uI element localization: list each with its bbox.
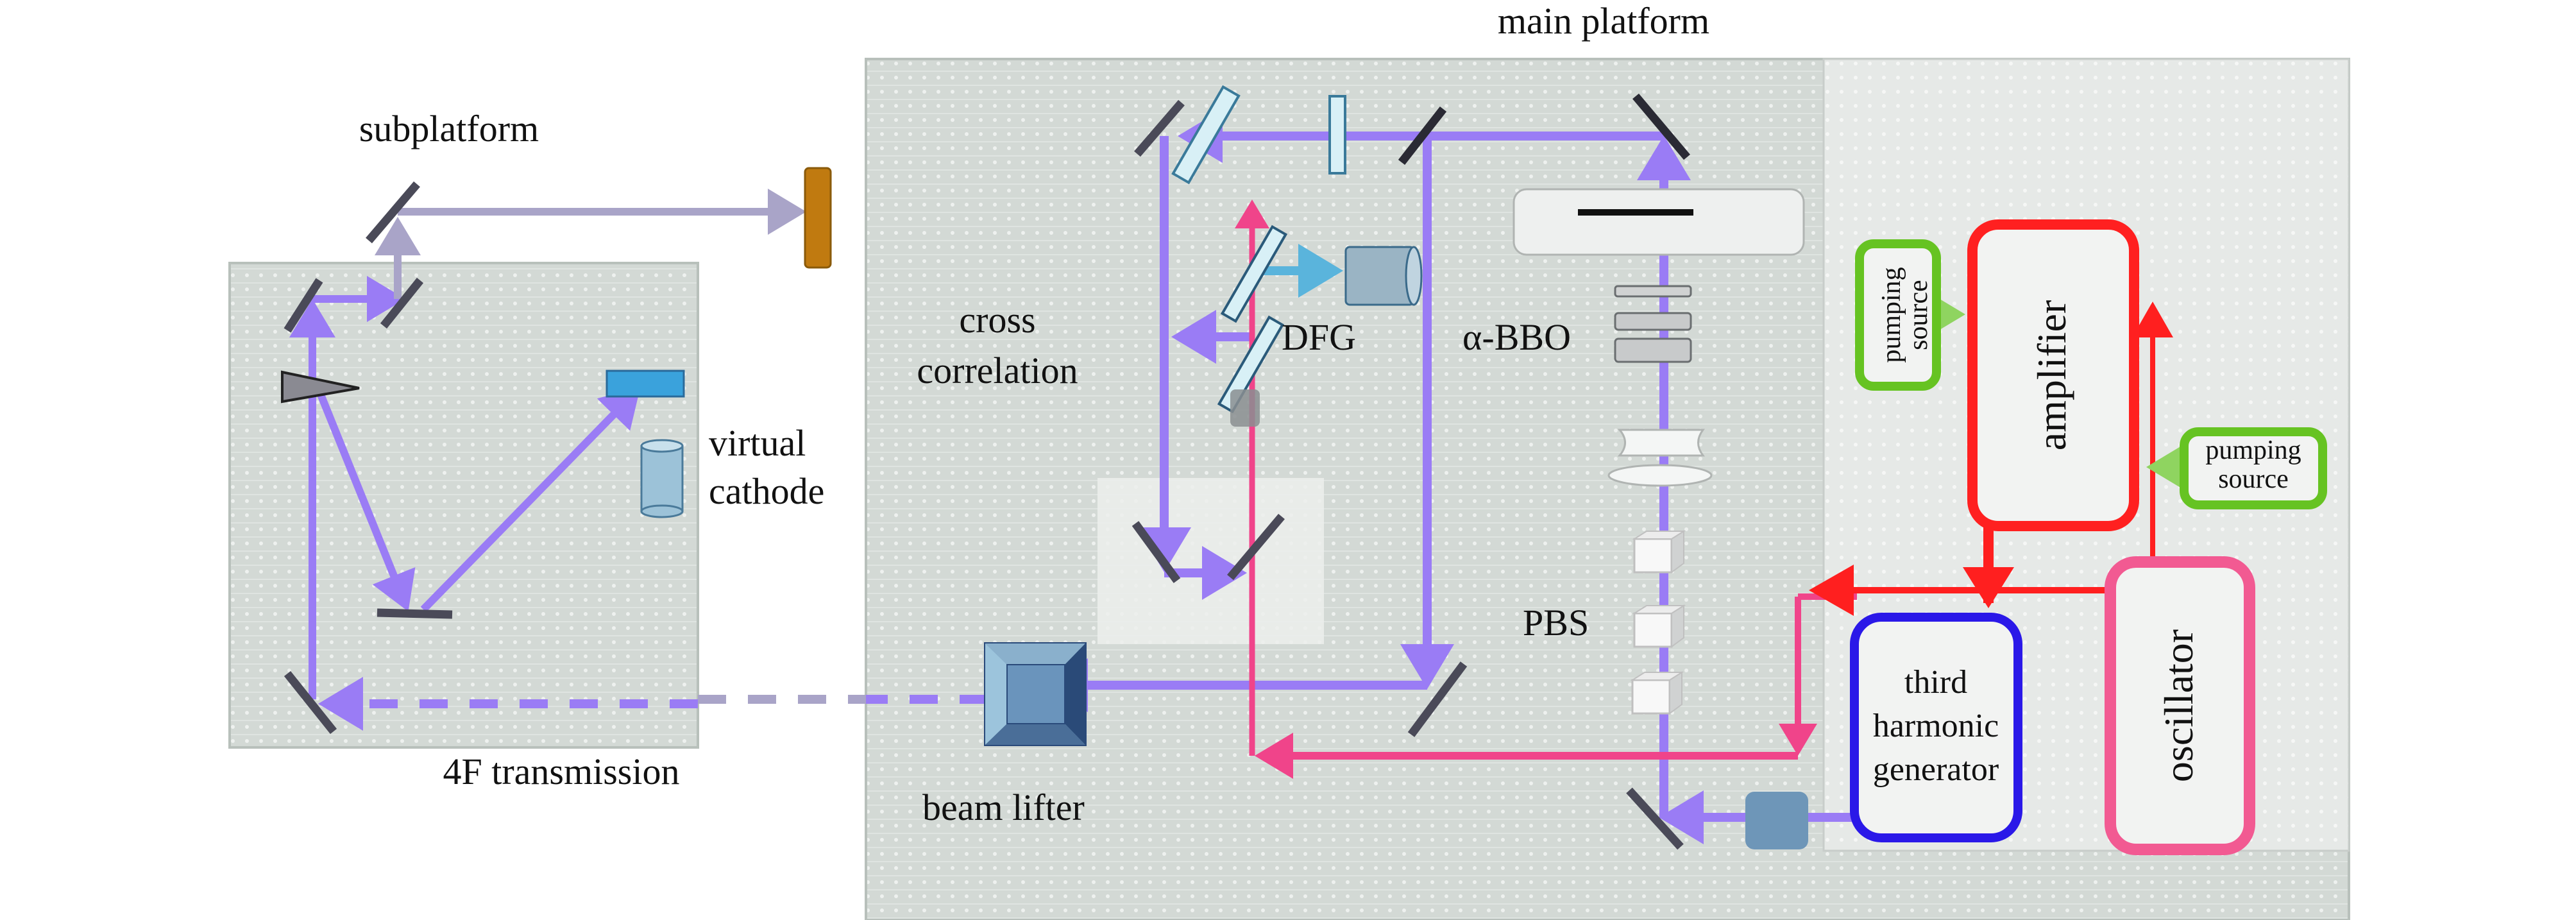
pbs-cube-icon [1630, 671, 1684, 715]
laser-system [1850, 219, 2327, 855]
alpha-bbo-icon [1513, 188, 1805, 363]
thg-label-line1: third [1904, 664, 1967, 701]
mirror-icon [366, 181, 420, 244]
virtual-cathode-label-line1: virtual [709, 422, 806, 464]
pbs-cube-icon [1632, 530, 1686, 574]
dichroic-mirror-icon [1217, 315, 1285, 414]
virtual-cathode-screen-icon [606, 370, 685, 398]
labels: main platform subplatform cross correlat… [359, 0, 2301, 828]
amplifier-box [1967, 219, 2139, 531]
pumping-source-left-box [1855, 239, 1941, 391]
pumping-source-right-label-line2: source [2218, 464, 2289, 494]
convex-lens-icon [1607, 464, 1713, 487]
beam-lifter-label: beam lifter [922, 787, 1085, 828]
optics [281, 85, 1808, 850]
subplatform-label: subplatform [359, 108, 539, 149]
concave-lens-icon [1617, 429, 1705, 457]
prism-icon [281, 370, 360, 404]
compressor-icon [1745, 792, 1808, 849]
mirror-icon [284, 670, 337, 735]
4f-transmission-label: 4F transmission [443, 751, 680, 792]
cross-correlation-area [1097, 478, 1324, 644]
dichroic-mirror-icon [1220, 225, 1288, 323]
mirror-icon [380, 277, 424, 329]
amplifier-label: amplifier [2029, 300, 2074, 451]
cross-correlation-label-line1: cross [959, 299, 1035, 341]
target-icon [804, 167, 832, 269]
cross-correlation-label-line2: correlation [917, 350, 1078, 391]
mirror-icon [1227, 513, 1285, 581]
mirror-icon [1632, 93, 1690, 160]
sub-beam-diag-up [420, 387, 641, 613]
camera-icon [640, 439, 684, 518]
alpha-bbo-label: α-BBO [1462, 316, 1571, 358]
oscillator-label: oscillator [2156, 629, 2201, 782]
detector-icon [1344, 246, 1423, 306]
waveplate-icon [1171, 85, 1241, 185]
pumping-source-left-label-line2: source [1904, 280, 1933, 350]
beam-lifter-icon [984, 642, 1087, 746]
pumping-source-right-label-line1: pumping [2205, 436, 2301, 465]
sub-beam-diag-down [316, 389, 416, 612]
thg-label-line3: generator [1873, 751, 1999, 788]
mirror-icon [1134, 99, 1185, 157]
dfg-crystal-icon [1230, 389, 1260, 427]
pbs-cube-icon [1632, 604, 1686, 648]
thg-label-line2: harmonic [1873, 708, 1999, 744]
dfg-label: DFG [1282, 316, 1356, 358]
mirror-icon [1407, 661, 1468, 737]
waveplate-icon [1328, 95, 1346, 175]
virtual-cathode-label-line2: cathode [709, 470, 824, 512]
mirror-icon [1131, 521, 1181, 583]
pumping-source-left-label-line1: pumping [1877, 267, 1906, 362]
subplatform [228, 262, 699, 749]
pumping-source-right-box [2180, 427, 2327, 509]
pulse-stacker-housing [1513, 188, 1805, 256]
mirror-icon [284, 278, 323, 333]
mirror-icon [1398, 106, 1447, 166]
oscillator-box [2105, 556, 2255, 855]
pbs-label: PBS [1523, 602, 1589, 643]
main-platform-label: main platform [1498, 0, 1709, 42]
mirror-icon [377, 608, 453, 619]
mirror-icon [1626, 787, 1684, 850]
third-harmonic-generator-box [1850, 613, 2022, 842]
